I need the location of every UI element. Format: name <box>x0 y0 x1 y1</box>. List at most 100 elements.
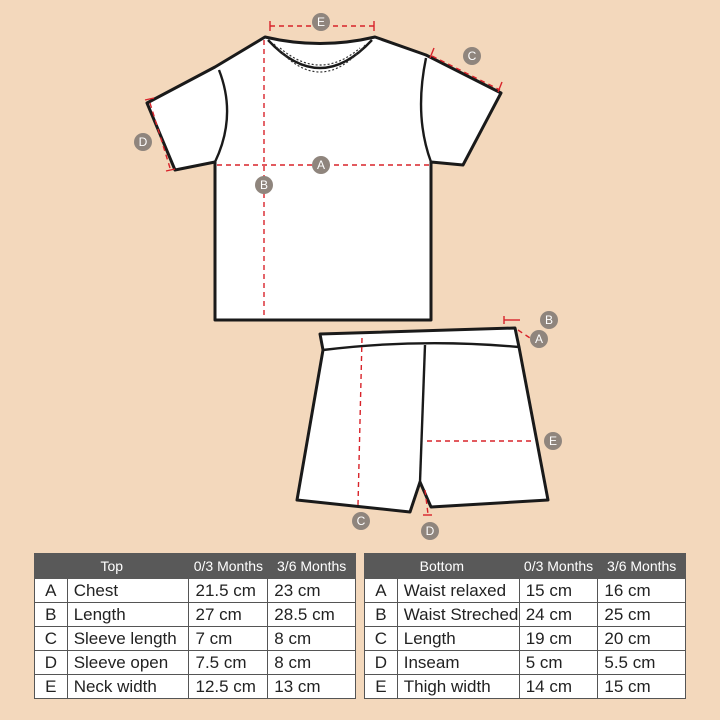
top-marker-c: C <box>463 47 481 65</box>
bottom-waist-relaxed-line <box>517 329 531 339</box>
row-value-3-6: 5.5 cm <box>597 650 686 675</box>
svg-text:C: C <box>357 514 366 528</box>
collar-stitch <box>273 43 367 73</box>
svg-text:B: B <box>260 178 268 192</box>
row-value-0-3: 24 cm <box>518 602 599 627</box>
row-value-3-6: 8 cm <box>267 650 356 675</box>
left-sleeve-seam <box>213 69 229 163</box>
row-code: B <box>34 602 68 627</box>
row-code: A <box>364 578 398 603</box>
row-value-3-6: 16 cm <box>597 578 686 603</box>
header-0-3-months: 0/3 Months <box>188 553 269 579</box>
table-row: E Thigh width 14 cm 15 cm <box>364 674 686 699</box>
bottom-marker-c: C <box>352 512 370 530</box>
row-value-3-6: 15 cm <box>597 674 686 699</box>
tshirt-illustration <box>145 35 503 322</box>
tshirt-body <box>145 35 503 322</box>
row-value-0-3: 7 cm <box>188 626 269 651</box>
table-row: B Length 27 cm 28.5 cm <box>34 602 356 627</box>
svg-text:B: B <box>545 313 553 327</box>
row-measure: Length <box>396 626 520 651</box>
shorts-center-seam <box>418 344 427 483</box>
row-value-3-6: 23 cm <box>267 578 356 603</box>
row-measure: Waist Streched <box>396 602 520 627</box>
bottom-inseam-line <box>424 489 429 515</box>
bottom-size-table: Bottom 0/3 Months 3/6 Months A Waist rel… <box>364 553 686 699</box>
table-row: C Length 19 cm 20 cm <box>364 626 686 651</box>
top-sleeve-length-line <box>431 55 501 91</box>
bottom-marker-d: D <box>421 522 439 540</box>
row-value-3-6: 28.5 cm <box>267 602 356 627</box>
top-sleeve-tick-2 <box>497 81 503 93</box>
row-code: B <box>364 602 398 627</box>
bottom-marker-a: A <box>530 330 548 348</box>
row-value-3-6: 20 cm <box>597 626 686 651</box>
row-code: D <box>34 650 68 675</box>
header-bottom: Bottom <box>364 553 520 579</box>
shorts-measurements <box>357 316 533 516</box>
row-measure: Sleeve length <box>66 626 190 651</box>
svg-text:D: D <box>426 524 435 538</box>
top-sleeve-open-line <box>149 102 171 169</box>
right-sleeve-seam <box>419 57 433 163</box>
row-value-0-3: 27 cm <box>188 602 269 627</box>
header-top: Top <box>33 553 190 579</box>
bottom-length-line <box>357 337 363 506</box>
row-code: D <box>364 650 398 675</box>
row-measure: Sleeve open <box>66 650 190 675</box>
table-row: D Inseam 5 cm 5.5 cm <box>364 650 686 675</box>
row-measure: Length <box>66 602 190 627</box>
svg-text:D: D <box>139 135 148 149</box>
shorts-illustration <box>295 326 550 514</box>
row-code: E <box>34 674 68 699</box>
bottom-marker-e: E <box>544 432 562 450</box>
top-marker-a: A <box>312 156 330 174</box>
waistband-line <box>322 341 520 352</box>
table-row: A Waist relaxed 15 cm 16 cm <box>364 578 686 603</box>
row-value-0-3: 5 cm <box>518 650 599 675</box>
row-measure: Waist relaxed <box>396 578 520 603</box>
garment-diagram: A B C D E A B C D E <box>134 13 562 540</box>
table-row: D Sleeve open 7.5 cm 8 cm <box>34 650 356 675</box>
row-value-3-6: 13 cm <box>267 674 356 699</box>
row-code: C <box>34 626 68 651</box>
row-value-0-3: 19 cm <box>518 626 599 651</box>
top-marker-d: D <box>134 133 152 151</box>
row-value-3-6: 8 cm <box>267 626 356 651</box>
table-header-row: Bottom 0/3 Months 3/6 Months <box>364 553 686 579</box>
row-value-0-3: 12.5 cm <box>188 674 269 699</box>
svg-text:A: A <box>535 332 543 346</box>
header-3-6-months: 3/6 Months <box>267 553 356 579</box>
row-value-3-6: 25 cm <box>597 602 686 627</box>
table-row: B Waist Streched 24 cm 25 cm <box>364 602 686 627</box>
table-row: A Chest 21.5 cm 23 cm <box>34 578 356 603</box>
collar-stitch-inner <box>279 47 361 66</box>
top-open-tick-2 <box>165 168 176 172</box>
top-marker-e: E <box>312 13 330 31</box>
top-sleeve-tick-1 <box>429 47 435 59</box>
svg-text:A: A <box>317 158 325 172</box>
row-value-0-3: 21.5 cm <box>188 578 269 603</box>
header-0-3-months: 0/3 Months <box>518 553 599 579</box>
table-header-row: Top 0/3 Months 3/6 Months <box>33 553 356 579</box>
row-code: E <box>364 674 398 699</box>
row-measure: Neck width <box>66 674 190 699</box>
row-value-0-3: 14 cm <box>518 674 599 699</box>
bottom-marker-b: B <box>540 311 558 329</box>
svg-text:E: E <box>317 15 325 29</box>
top-open-tick-1 <box>144 97 155 101</box>
row-code: C <box>364 626 398 651</box>
row-value-0-3: 15 cm <box>518 578 599 603</box>
row-measure: Inseam <box>396 650 520 675</box>
table-row: C Sleeve length 7 cm 8 cm <box>34 626 356 651</box>
row-measure: Chest <box>66 578 190 603</box>
row-measure: Thigh width <box>396 674 520 699</box>
top-size-table: Top 0/3 Months 3/6 Months A Chest 21.5 c… <box>33 553 356 699</box>
top-marker-b: B <box>255 176 273 194</box>
row-value-0-3: 7.5 cm <box>188 650 269 675</box>
header-3-6-months: 3/6 Months <box>597 553 686 579</box>
svg-text:C: C <box>468 49 477 63</box>
table-row: E Neck width 12.5 cm 13 cm <box>34 674 356 699</box>
svg-text:E: E <box>549 434 557 448</box>
row-code: A <box>34 578 68 603</box>
